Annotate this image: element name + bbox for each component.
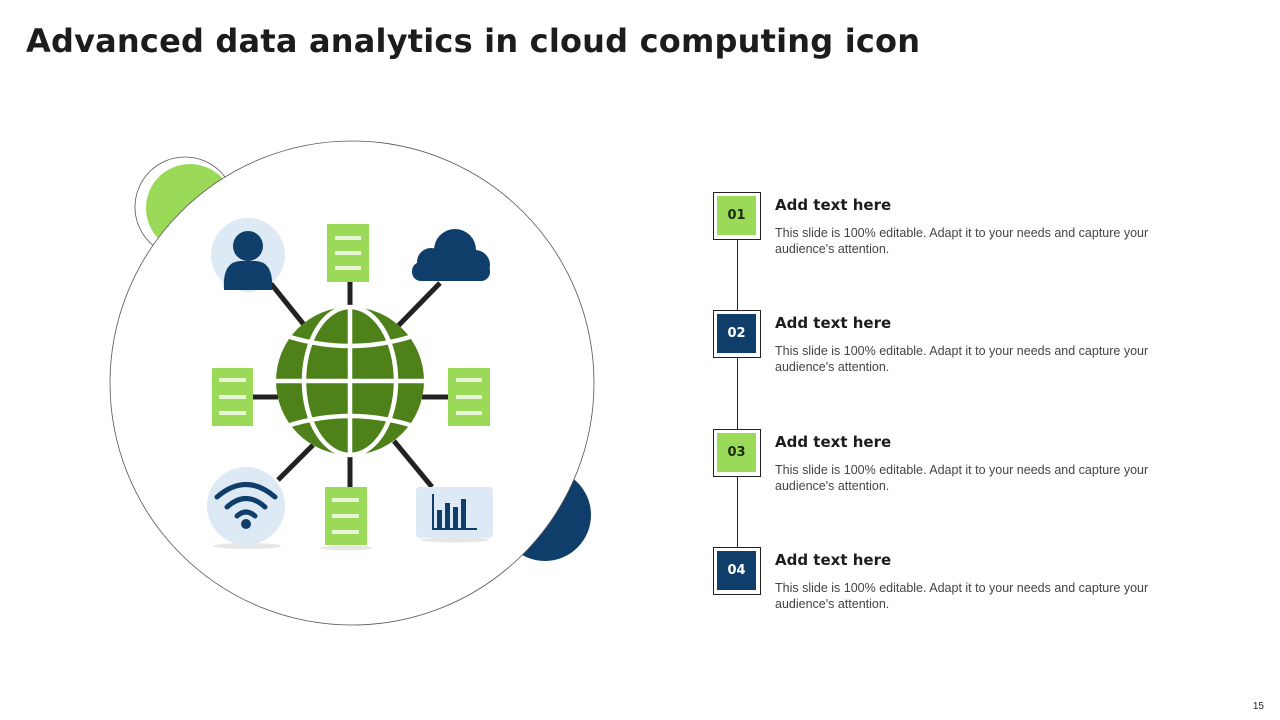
document-icon xyxy=(212,368,253,426)
step-heading: Add text here xyxy=(775,196,892,214)
page-number: 15 xyxy=(1252,701,1264,712)
step-04: 04 Add text here This slide is 100% edit… xyxy=(713,547,1173,637)
step-number-badge: 02 xyxy=(713,310,761,358)
step-heading: Add text here xyxy=(775,314,892,332)
step-heading: Add text here xyxy=(775,551,892,569)
step-description: This slide is 100% editable. Adapt it to… xyxy=(775,344,1149,374)
globe-icon xyxy=(274,304,426,458)
step-number-badge: 04 xyxy=(713,547,761,595)
step-number: 02 xyxy=(717,314,756,353)
step-description: This slide is 100% editable. Adapt it to… xyxy=(775,463,1149,493)
step-heading: Add text here xyxy=(775,433,892,451)
step-description: This slide is 100% editable. Adapt it to… xyxy=(775,581,1149,611)
document-icon xyxy=(448,368,490,426)
wifi-icon xyxy=(207,467,285,549)
document-icon xyxy=(320,487,372,551)
step-number: 03 xyxy=(717,433,756,472)
bar-chart-icon xyxy=(416,487,493,543)
step-01: 01 Add text here This slide is 100% edit… xyxy=(713,192,1173,282)
step-description: This slide is 100% editable. Adapt it to… xyxy=(775,226,1149,256)
document-icon xyxy=(327,224,369,282)
slide-title: Advanced data analytics in cloud computi… xyxy=(26,22,921,60)
cloud-icon xyxy=(412,229,490,281)
step-number-badge: 01 xyxy=(713,192,761,240)
connector-lines xyxy=(252,278,448,489)
step-number: 01 xyxy=(717,196,756,235)
user-icon xyxy=(211,218,285,292)
step-03: 03 Add text here This slide is 100% edit… xyxy=(713,429,1173,519)
timeline-line xyxy=(737,240,738,552)
step-number-badge: 03 xyxy=(713,429,761,477)
step-number: 04 xyxy=(717,551,756,590)
step-02: 02 Add text here This slide is 100% edit… xyxy=(713,310,1173,400)
